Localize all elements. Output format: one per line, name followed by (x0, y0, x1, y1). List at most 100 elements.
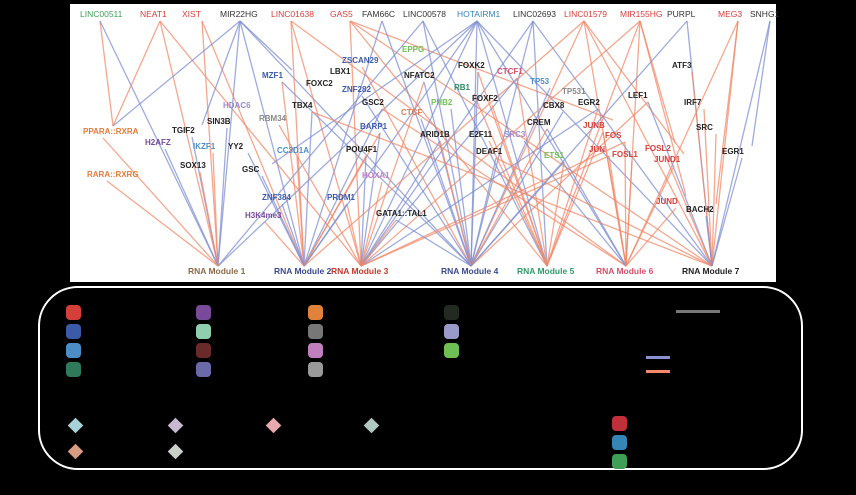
node-type-swatch (444, 324, 459, 339)
network-edge (360, 20, 478, 267)
node-type-swatch (308, 362, 323, 377)
edge-type-key (646, 356, 670, 359)
regulator-node-label: TGIF2 (172, 126, 195, 135)
node-type-swatch (66, 305, 81, 320)
network-edge (99, 20, 114, 127)
network-edge (439, 140, 472, 267)
network-edge (290, 20, 627, 267)
lncrna-node-label: PURPL (667, 9, 696, 19)
regulator-node-label: RARA::RXRG (87, 170, 139, 179)
network-edge (349, 20, 362, 267)
regulator-node-label: JUND (656, 197, 678, 206)
network-edge (422, 20, 548, 267)
network-edge (360, 81, 425, 267)
network-edge (360, 108, 599, 267)
regulator-node-label: SRC3 (504, 130, 526, 139)
rna-module-label: RNA Module 5 (517, 266, 575, 276)
regulator-node-label: HOXA1 (362, 171, 390, 180)
network-edge (112, 20, 241, 127)
regulator-node-label: GSC2 (362, 98, 384, 107)
network-edge (703, 108, 713, 267)
module-marker-swatch (67, 417, 84, 434)
network-edge (278, 124, 362, 267)
regulator-node-label: ETS1 (544, 151, 565, 160)
lncrna-node-label: GAS5 (330, 9, 353, 19)
network-edge (360, 219, 397, 267)
rna-module-label: RNA Module 6 (596, 266, 654, 276)
lncrna-node-label: LINC00511 (80, 9, 123, 19)
network-edge (99, 20, 219, 267)
network-edge (751, 20, 771, 147)
regulator-node-label: PHB2 (431, 98, 453, 107)
network-edge (360, 20, 641, 267)
regulator-node-label: ZSCAN29 (342, 56, 379, 65)
module-marker-swatch (265, 417, 282, 434)
regulator-node-label: HDAC6 (223, 101, 251, 110)
rna-module-label: RNA Module 2 (274, 266, 332, 276)
network-edge (239, 20, 305, 267)
legend-panel (38, 286, 803, 470)
regulator-node-label: H2AFZ (145, 138, 171, 147)
network-edge (360, 155, 367, 267)
regulator-node-label: FOS (605, 131, 622, 140)
network-edge (495, 157, 713, 267)
regulator-node-label: BACH2 (686, 205, 714, 214)
regulator-node-label: EPPG (402, 45, 424, 54)
network-edge (217, 20, 424, 267)
regulator-node-label: DEAF1 (476, 147, 503, 156)
lncrna-node-label: LINC01579 (564, 9, 607, 19)
module-marker-swatch (167, 417, 184, 434)
network-edge (470, 128, 548, 267)
network-edge (361, 66, 472, 267)
lncrna-node-label: MIR155HG (620, 9, 663, 19)
rna-module-label: RNA Module 3 (331, 266, 389, 276)
network-edge (296, 156, 305, 267)
network-edge (303, 111, 313, 267)
network-edge (664, 154, 713, 267)
network-edge (303, 20, 585, 267)
regulator-node-label: RBM34 (259, 114, 287, 123)
regulator-node-label: CBX8 (543, 101, 565, 110)
network-edge (476, 20, 713, 267)
network-edge (583, 20, 713, 267)
node-type-swatch (196, 343, 211, 358)
category-swatch (612, 454, 627, 469)
network-edge (303, 203, 348, 267)
network-edge (583, 20, 685, 155)
regulator-node-label: TP53 (530, 77, 550, 86)
network-edge (201, 20, 241, 126)
regulator-node-label: ARID1B (420, 130, 450, 139)
regulator-node-label: JUND1 (654, 155, 681, 164)
network-edge (281, 203, 305, 267)
network-edge (201, 20, 219, 267)
network-edge (281, 81, 305, 267)
network-edges (99, 20, 771, 267)
network-edge (346, 203, 362, 267)
network-edge (625, 20, 739, 267)
rna-module-label: RNA Module 4 (441, 266, 499, 276)
network-edge (360, 141, 626, 267)
node-type-swatch (66, 343, 81, 358)
regulator-node-label: ATF3 (672, 61, 692, 70)
network-edge (711, 157, 743, 267)
regulator-node-label: CREM (527, 118, 551, 127)
node-type-swatch (444, 305, 459, 320)
network-edge (381, 20, 472, 267)
network-edge (546, 131, 604, 267)
lncrna-node-label: SNHG1 (750, 9, 780, 19)
node-type-swatch (196, 305, 211, 320)
rna-module-label: RNA Module 7 (682, 266, 740, 276)
network-edge (217, 20, 241, 267)
network-edge (360, 155, 610, 267)
regulator-node-label: LEF1 (628, 91, 648, 100)
node-type-swatch (66, 362, 81, 377)
regulator-node-label: MZF1 (262, 71, 283, 80)
node-type-swatch (444, 343, 459, 358)
regulator-node-label: BARP1 (360, 122, 388, 131)
regulator-node-label: SRC (696, 123, 713, 132)
regulator-node-label: PRDM1 (327, 193, 356, 202)
regulator-node-label: CTCF1 (497, 67, 523, 76)
network-edge (624, 141, 627, 267)
network-edge (360, 181, 383, 267)
